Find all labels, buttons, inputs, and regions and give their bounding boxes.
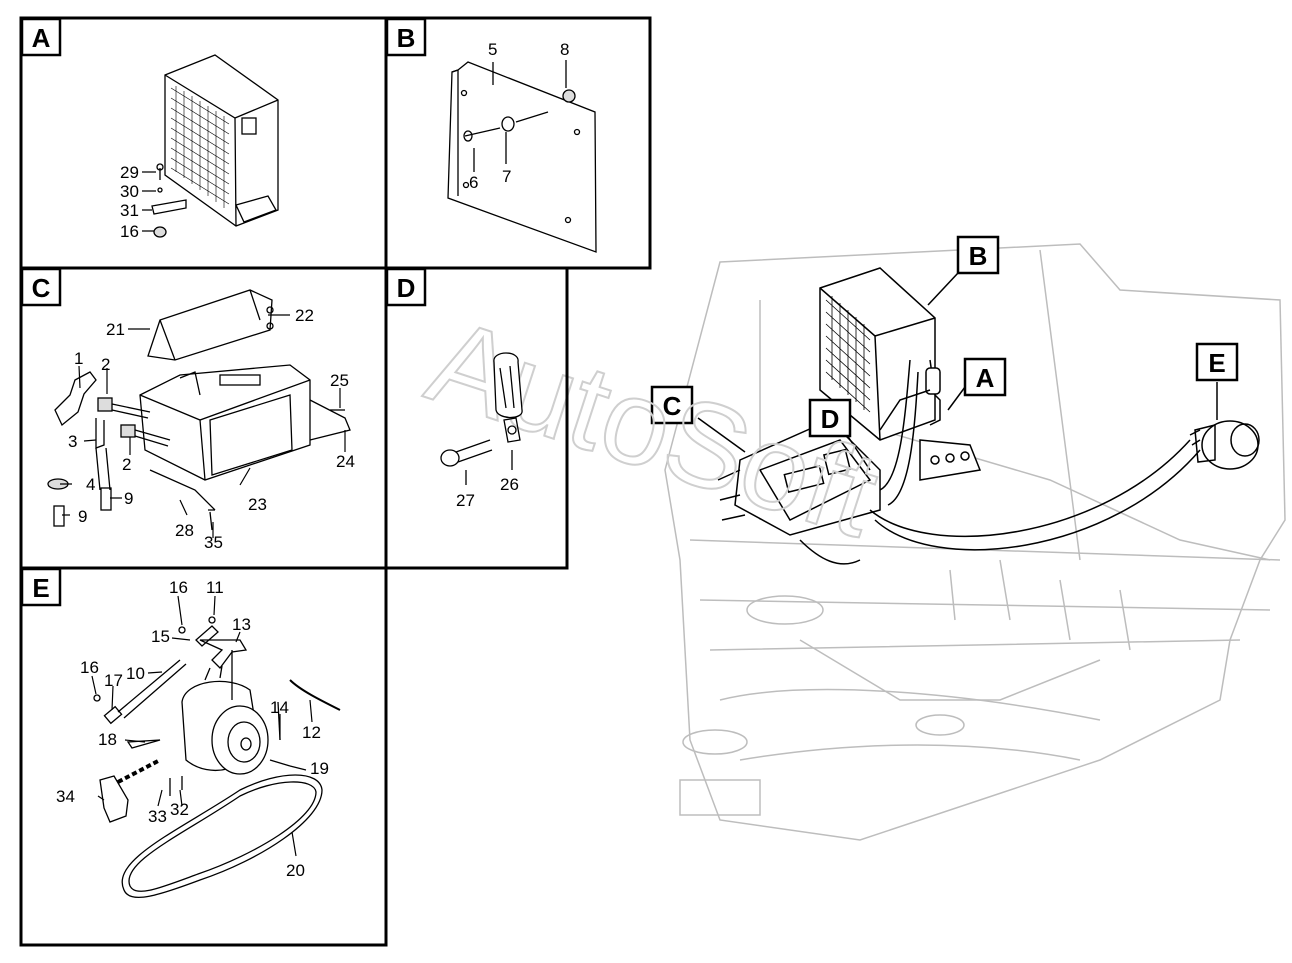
bracket-plate (447, 60, 597, 253)
overview-callout-a[interactable]: A (963, 357, 1007, 397)
callout-e18: 18 (98, 730, 117, 749)
callout-e11: 11 (206, 578, 224, 597)
callout-c4: 4 (86, 475, 95, 494)
callout-e16: 16 (169, 578, 188, 597)
callout-c2b: 2 (122, 455, 131, 474)
callout-e33: 33 (148, 807, 167, 826)
overview-leaders (697, 272, 1218, 471)
callout-c1: 1 (74, 349, 83, 368)
panel-a: A 29 30 31 16 (19, 16, 388, 270)
panel-e-label: E (32, 573, 49, 603)
callout-e12: 12 (302, 723, 321, 742)
callout-a30: 30 (120, 182, 139, 201)
callout-e32: 32 (170, 800, 189, 819)
callout-e10: 10 (126, 664, 145, 683)
callout-e15: 15 (151, 627, 170, 646)
callout-d27: 27 (456, 491, 475, 510)
callout-c9b: 9 (78, 507, 87, 526)
overview-callout-c[interactable]: C (650, 385, 694, 425)
heater-assembly (139, 289, 351, 511)
callout-c25: 25 (330, 371, 349, 390)
panel-d: D 27 26 (384, 266, 569, 570)
callout-c2: 2 (101, 355, 110, 374)
machine-frame-ghost (664, 243, 1286, 841)
e-leaders (91, 595, 313, 857)
callout-e20: 20 (286, 861, 305, 880)
overview-callout-e[interactable]: E (1195, 342, 1239, 382)
callout-e19: 19 (310, 759, 329, 778)
strap-clip (440, 352, 523, 485)
callout-a31: 31 (120, 201, 139, 220)
callout-c35: 35 (204, 533, 223, 552)
radiator-drawing (164, 54, 279, 227)
panel-b: B 5 8 6 7 (384, 16, 652, 270)
panel-d-label: D (397, 273, 416, 303)
callout-c24: 24 (336, 452, 355, 471)
svg-text:C: C (663, 391, 682, 421)
panel-e: E 16 11 15 (19, 566, 388, 947)
c-leaders (60, 314, 346, 538)
callout-c9: 9 (124, 489, 133, 508)
callout-b8: 8 (560, 40, 569, 59)
callout-e17: 17 (104, 671, 123, 690)
panel-c: C 21 (19, 266, 388, 570)
callout-b5: 5 (488, 40, 497, 59)
svg-text:A: A (976, 363, 995, 393)
callout-c21: 21 (106, 320, 125, 339)
c-pipes (47, 371, 345, 531)
overview-compressor (1189, 420, 1260, 470)
callout-d26: 26 (500, 475, 519, 494)
panel-c-label: C (32, 273, 51, 303)
callout-e13: 13 (232, 615, 251, 634)
callout-a29: 29 (120, 163, 139, 182)
callout-e16b: 16 (80, 658, 99, 677)
overview-heater-unit (717, 359, 1201, 565)
callout-c23: 23 (248, 495, 267, 514)
callout-b6: 6 (469, 173, 478, 192)
a-fasteners (142, 163, 187, 238)
overview-callout-b[interactable]: B (956, 235, 1000, 275)
compressor-assembly (93, 616, 341, 898)
svg-text:D: D (821, 404, 840, 434)
svg-text:E: E (1208, 348, 1225, 378)
callout-a16: 16 (120, 222, 139, 241)
callout-e14: 14 (270, 698, 289, 717)
overview-callout-d[interactable]: D (808, 398, 852, 438)
panel-b-label: B (397, 23, 416, 53)
callout-c22: 22 (295, 306, 314, 325)
svg-text:B: B (969, 241, 988, 271)
callout-e34: 34 (56, 787, 75, 806)
callout-b7: 7 (502, 167, 511, 186)
callout-c3: 3 (68, 432, 77, 451)
callout-c28: 28 (175, 521, 194, 540)
panel-a-label: A (32, 23, 51, 53)
